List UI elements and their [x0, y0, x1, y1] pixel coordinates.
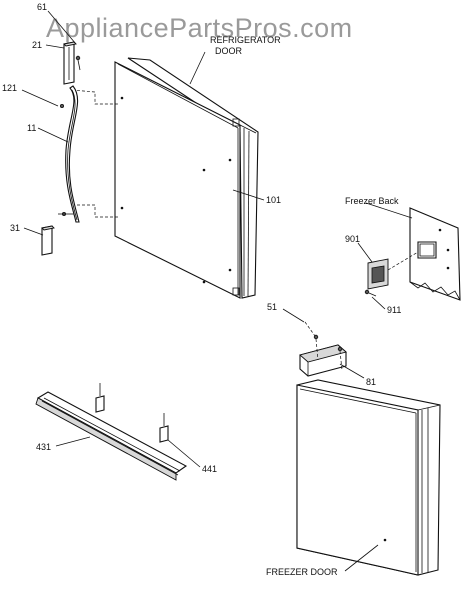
clip-upper	[95, 383, 105, 413]
screw-top	[75, 55, 81, 71]
watermark: AppliancePartsPros.com	[46, 13, 353, 43]
grille	[35, 391, 188, 481]
handle-end-cap-top	[63, 41, 77, 85]
refrigerator-door-title-line2: DOOR	[215, 46, 243, 56]
callout-901: 901	[345, 234, 360, 244]
callout-31: 31	[10, 223, 20, 233]
callout-441: 441	[202, 464, 217, 474]
freezer-handle	[299, 344, 347, 377]
callout-51: 51	[267, 302, 277, 312]
handle-end-cap-bottom	[41, 225, 55, 256]
freezer-door-title: FREEZER DOOR	[266, 567, 338, 577]
callout-61: 61	[37, 2, 47, 12]
callout-911: 911	[387, 305, 401, 315]
screw-911	[364, 289, 377, 297]
refrigerator-door-title-line1: REFRIGERATOR	[210, 35, 281, 45]
callout-101: 101	[266, 195, 281, 205]
refrigerator-door	[114, 57, 259, 299]
callout-21: 21	[32, 40, 42, 50]
door-handle	[65, 85, 80, 223]
freezer-back-panel	[409, 207, 461, 301]
bracket-901	[367, 251, 419, 290]
screws-51	[304, 321, 343, 371]
clip-lower	[159, 413, 169, 443]
freezer-door	[296, 379, 441, 576]
callout-431: 431	[36, 442, 51, 452]
freezer-back-title: Freezer Back	[345, 196, 399, 206]
callout-121: 121	[2, 83, 17, 93]
screw-handle	[60, 104, 65, 109]
callout-81: 81	[366, 377, 376, 387]
callout-11: 11	[27, 123, 36, 133]
